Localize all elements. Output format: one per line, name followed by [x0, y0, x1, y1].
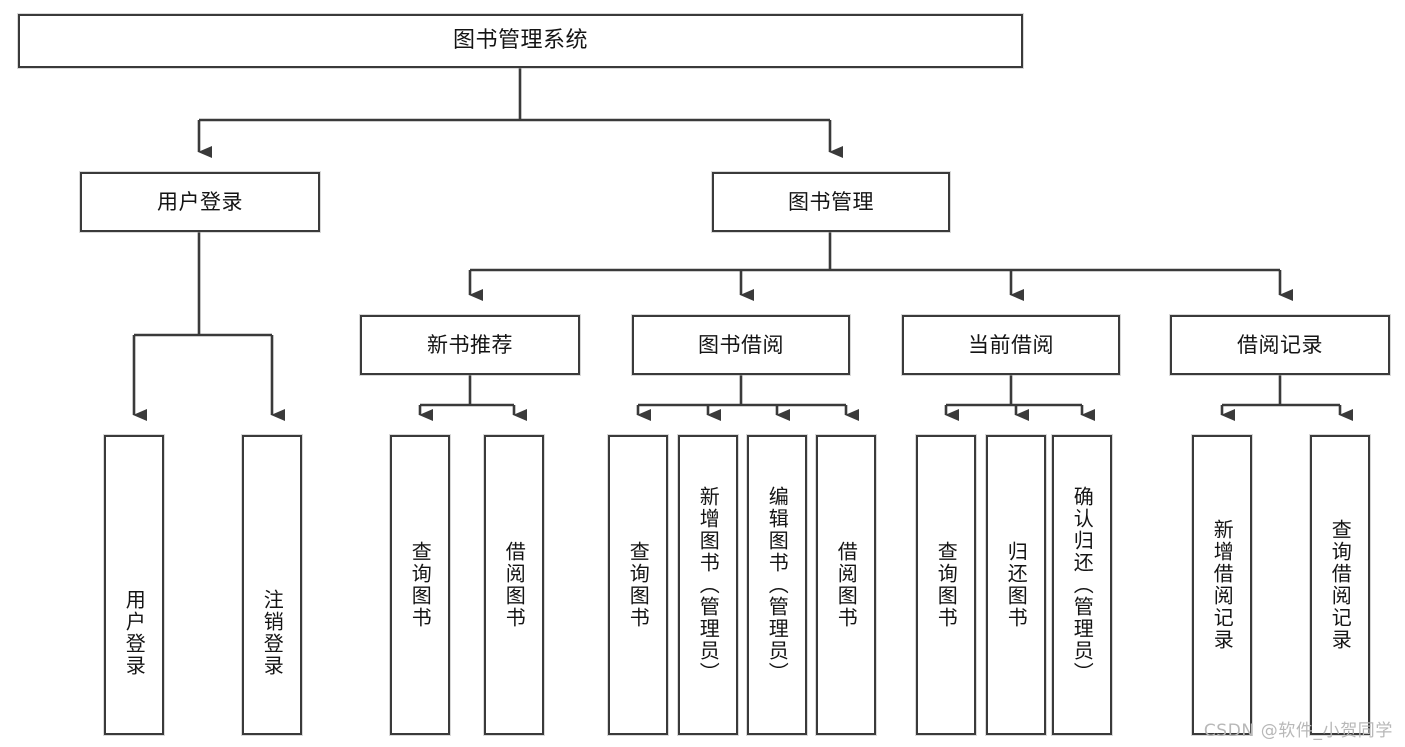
node-leaf-query-book-borrow[interactable]: 查询图书 [608, 435, 668, 735]
node-leaf-query-book-recommend[interactable]: 查询图书 [390, 435, 450, 735]
node-label: 归还图书 [1004, 541, 1029, 629]
node-label: 用户登录 [122, 589, 147, 677]
node-current-borrow[interactable]: 当前借阅 [902, 315, 1120, 375]
node-label: 编辑图书（管理员） [765, 486, 790, 684]
node-label: 借阅记录 [1237, 332, 1323, 357]
node-label: 图书管理系统 [452, 28, 588, 54]
node-leaf-user-login[interactable]: 用户登录 [104, 435, 164, 735]
node-book-borrow[interactable]: 图书借阅 [632, 315, 850, 375]
node-leaf-query-borrow-record[interactable]: 查询借阅记录 [1310, 435, 1370, 735]
node-label: 当前借阅 [968, 332, 1054, 357]
node-leaf-logout[interactable]: 注销登录 [242, 435, 302, 735]
node-leaf-borrow-book-recommend[interactable]: 借阅图书 [484, 435, 544, 735]
node-root-book-management-system[interactable]: 图书管理系统 [18, 14, 1023, 68]
node-leaf-confirm-return[interactable]: 确认归还（管理员） [1052, 435, 1112, 735]
node-label: 用户登录 [157, 189, 243, 214]
node-label: 借阅图书 [502, 541, 527, 629]
node-label: 查询图书 [934, 541, 959, 629]
node-leaf-query-book-current[interactable]: 查询图书 [916, 435, 976, 735]
node-leaf-borrow-book[interactable]: 借阅图书 [816, 435, 876, 735]
node-label: 查询图书 [408, 541, 433, 629]
node-label: 注销登录 [260, 589, 285, 677]
node-label: 新增借阅记录 [1210, 519, 1235, 651]
node-label: 新增图书（管理员） [696, 486, 721, 684]
node-label: 查询图书 [626, 541, 651, 629]
node-label: 借阅图书 [834, 541, 859, 629]
node-leaf-return-book[interactable]: 归还图书 [986, 435, 1046, 735]
node-label: 图书管理 [788, 189, 874, 214]
node-borrow-record[interactable]: 借阅记录 [1170, 315, 1390, 375]
csdn-watermark: CSDN @软件_小贺同学 [1203, 721, 1393, 741]
node-user-login[interactable]: 用户登录 [80, 172, 320, 232]
node-label: 确认归还（管理员） [1070, 486, 1095, 684]
node-leaf-add-borrow-record[interactable]: 新增借阅记录 [1192, 435, 1252, 735]
node-label: 新书推荐 [427, 332, 513, 357]
node-book-manage[interactable]: 图书管理 [712, 172, 950, 232]
node-leaf-add-book[interactable]: 新增图书（管理员） [678, 435, 738, 735]
node-label: 查询借阅记录 [1328, 519, 1353, 651]
node-label: 图书借阅 [698, 332, 784, 357]
node-leaf-edit-book[interactable]: 编辑图书（管理员） [747, 435, 807, 735]
node-new-book-recommend[interactable]: 新书推荐 [360, 315, 580, 375]
